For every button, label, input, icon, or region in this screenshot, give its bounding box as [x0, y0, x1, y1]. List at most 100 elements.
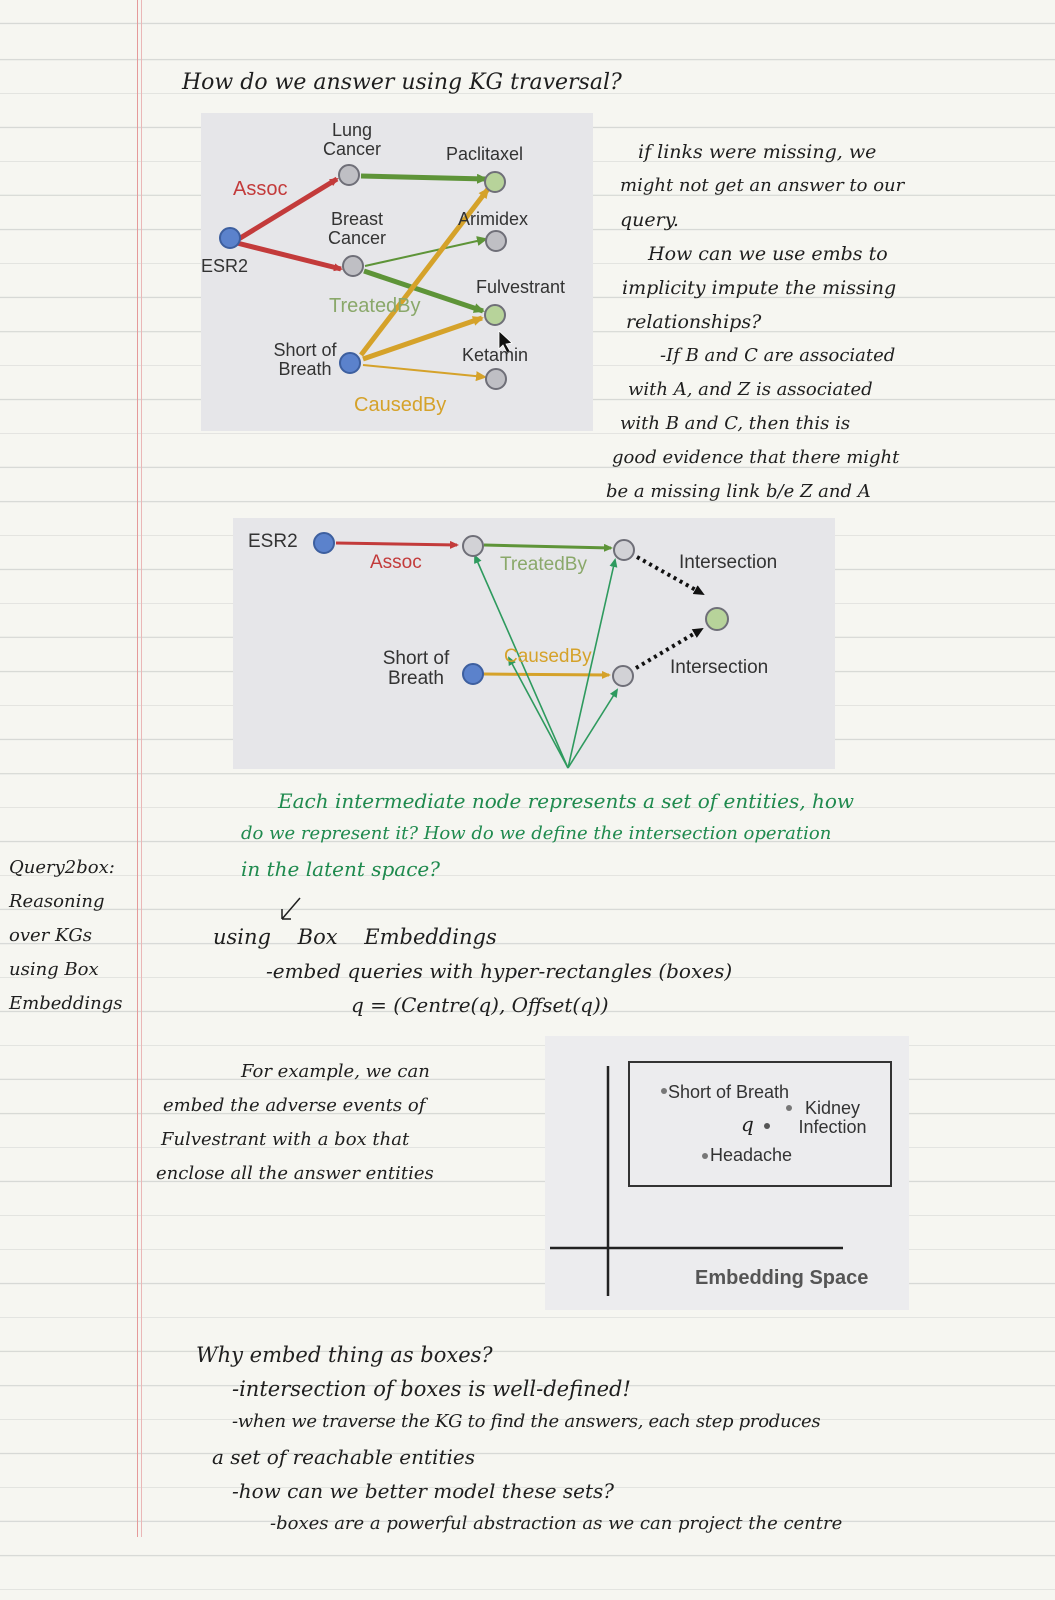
label-caused-by: CausedBy — [354, 394, 447, 416]
note-line: with A, and Z is associated — [628, 379, 873, 400]
why-boxes-line: a set of reachable entities — [212, 1445, 475, 1469]
query-box — [628, 1061, 892, 1187]
note-line: be a missing link b/e Z and A — [606, 481, 871, 502]
label-fulvestrant: Fulvestrant — [476, 277, 566, 297]
label-caused-by: CausedBy — [504, 646, 592, 667]
node-fulvestrant — [484, 304, 506, 326]
label-lung-cancer: Lung Cancer — [322, 120, 382, 159]
edge-sob-fulvestrant — [362, 315, 484, 362]
annotation-line-1 — [474, 554, 569, 769]
label-short-of-breath: Short of Breath — [668, 1082, 790, 1102]
note-line: good evidence that there might — [612, 447, 900, 468]
margin-note-line: Query2box: — [9, 857, 115, 878]
label-paclitaxel: Paclitaxel — [446, 144, 524, 164]
kg-traversal-graph — [219, 164, 513, 390]
edge-sob-paclitaxel — [359, 187, 490, 357]
example-note-line: embed the adverse events of — [163, 1095, 426, 1116]
label-intersection-bottom: Intersection — [670, 657, 769, 678]
green-note-line: Each intermediate node represents a set … — [278, 789, 854, 813]
margin-note-line: over KGs — [9, 925, 93, 946]
label-short-of-breath: Short of Breath — [273, 340, 337, 379]
annotation-line-3 — [508, 656, 569, 769]
node-ketamin — [485, 368, 507, 390]
point-short-of-breath — [661, 1088, 667, 1094]
edge-esr2-assoc — [335, 540, 459, 549]
embedding-space-plot — [550, 1061, 892, 1296]
label-breast-cancer: Breast Cancer — [327, 209, 387, 248]
node-paclitaxel — [484, 171, 506, 193]
box-embeddings-bullet: -embed queries with hyper-rectangles (bo… — [266, 959, 733, 983]
node-breast-cancer — [342, 255, 364, 277]
label-query: q — [741, 1112, 754, 1136]
label-intersection-top: Intersection — [679, 552, 778, 573]
margin-note-line: using Box — [9, 959, 99, 980]
page-heading: How do we answer using KG traversal? — [182, 70, 622, 95]
annotation-line-4 — [567, 688, 619, 769]
edge-breast-fulvestrant — [363, 268, 485, 314]
point-kidney-infection — [786, 1105, 792, 1111]
margin-note-line: Reasoning — [9, 891, 105, 912]
small-arrow-icon — [281, 897, 301, 920]
margin-line-inner — [141, 0, 142, 1537]
edge-treated-by — [483, 543, 613, 552]
edge-esr2-lung-cancer — [235, 176, 339, 243]
label-embedding-space: Embedding Space — [695, 1267, 869, 1289]
why-boxes-line: Why embed thing as boxes? — [196, 1343, 493, 1367]
embedding-space-figure: Short of Breath Kidney Infection Headach… — [545, 1036, 909, 1310]
note-line: -If B and C are associated — [660, 345, 896, 366]
label-headache: Headache — [710, 1145, 793, 1165]
label-esr2: ESR2 — [201, 256, 249, 276]
label-ketamin: Ketamin — [462, 345, 529, 365]
node-treated-by-target — [613, 539, 635, 561]
edge-caused-by — [482, 670, 611, 679]
node-lung-cancer — [338, 164, 360, 186]
why-boxes-line: -boxes are a powerful abstraction as we … — [270, 1513, 843, 1534]
note-line: How can we use embs to — [648, 243, 888, 265]
node-short-of-breath — [339, 352, 361, 374]
green-note-line: in the latent space? — [241, 857, 440, 881]
label-esr2: ESR2 — [248, 531, 298, 552]
green-note-line: do we represent it? How do we define the… — [241, 823, 832, 844]
edge-lung-paclitaxel — [360, 173, 488, 184]
box-embeddings-title: using Box Embeddings — [213, 925, 497, 949]
point-query-centre — [764, 1123, 770, 1129]
note-line: with B and C, then this is — [620, 413, 851, 434]
example-note-line: Fulvestrant with a box that — [161, 1129, 410, 1150]
label-kidney-infection: Kidney Infection — [798, 1098, 867, 1137]
why-boxes-line: -intersection of boxes is well-defined! — [232, 1377, 631, 1401]
why-boxes-line: -when we traverse the KG to find the ans… — [232, 1411, 821, 1432]
note-line: relationships? — [626, 311, 762, 333]
why-boxes-line: -how can we better model these sets? — [232, 1479, 615, 1503]
label-short-of-breath: Short of Breath — [382, 648, 450, 689]
kg-traversal-figure: Lung Cancer Breast Cancer ESR2 Short of … — [201, 113, 593, 431]
edge-esr2-breast-cancer — [236, 240, 343, 272]
note-line: might not get an answer to our — [620, 175, 905, 196]
node-esr2 — [313, 532, 335, 554]
annotation-line-2 — [567, 558, 618, 769]
label-assoc: Assoc — [233, 178, 288, 200]
margin-note-line: Embeddings — [9, 993, 123, 1014]
edge-breast-arimidex — [364, 236, 488, 267]
note-line: query. — [620, 209, 679, 231]
example-note-line: For example, we can — [241, 1061, 430, 1082]
note-line: implicity impute the missing — [622, 277, 897, 299]
node-assoc-target — [462, 535, 484, 557]
margin-line — [137, 0, 138, 1537]
intersection-figure: ESR2 Assoc TreatedBy Intersection Short … — [233, 518, 835, 769]
node-esr2 — [219, 227, 241, 249]
node-arimidex — [485, 230, 507, 252]
point-headache — [702, 1153, 708, 1159]
intersection-graph — [313, 532, 729, 769]
node-short-of-breath — [462, 663, 484, 685]
node-caused-by-target — [612, 665, 634, 687]
node-intersection-result — [705, 607, 729, 631]
cursor-icon — [498, 330, 513, 354]
note-line: if links were missing, we — [638, 141, 877, 163]
example-note-line: enclose all the answer entities — [156, 1163, 434, 1184]
dotted-edge-2 — [634, 627, 704, 670]
dotted-edge-1 — [636, 555, 705, 596]
label-arimidex: Arimidex — [458, 209, 529, 229]
box-embeddings-formula: q = (Centre(q), Offset(q)) — [351, 993, 609, 1017]
label-treated-by: TreatedBy — [329, 295, 421, 317]
edge-sob-ketamin — [362, 364, 487, 382]
